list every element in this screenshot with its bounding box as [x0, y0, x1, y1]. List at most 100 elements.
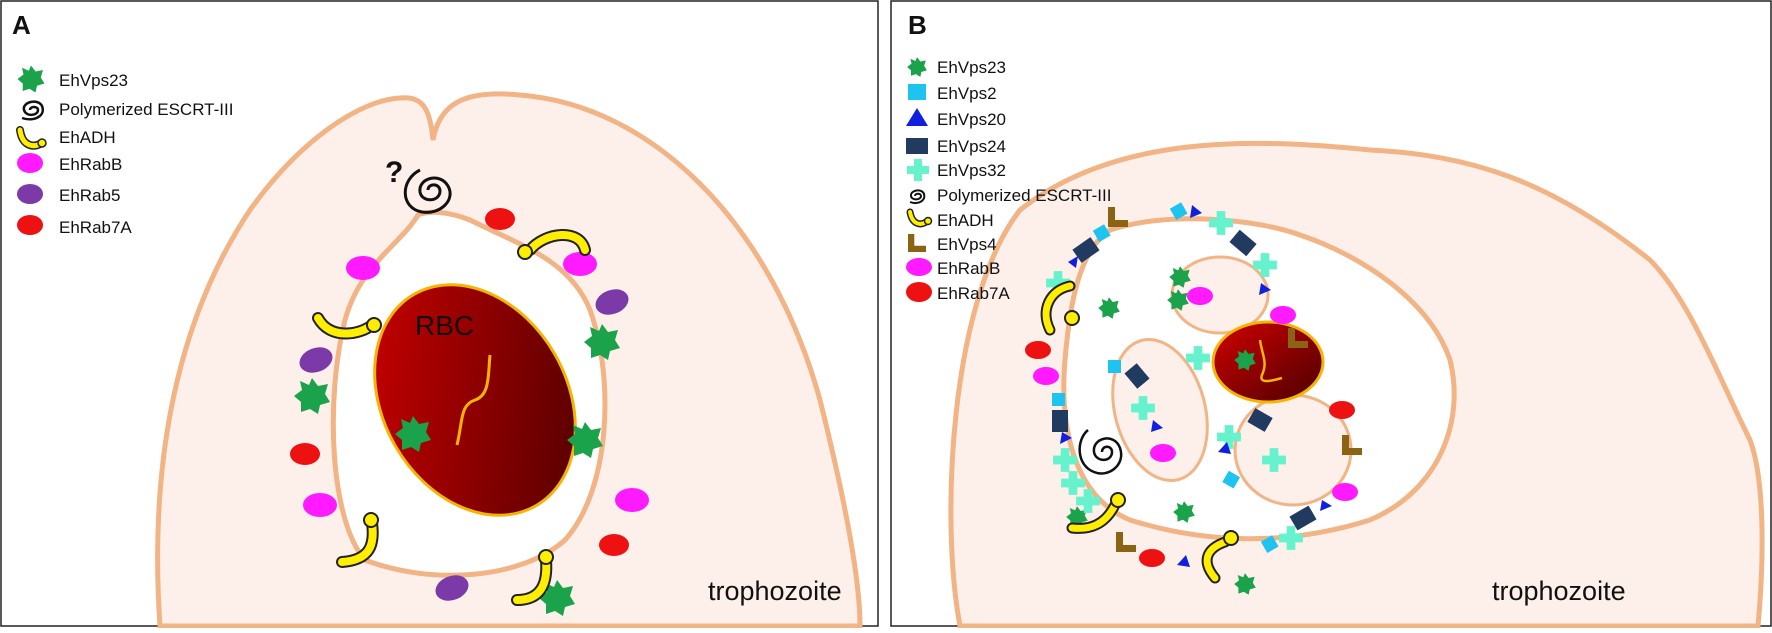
ehrab7a-icon [290, 443, 320, 465]
rbc-label: RBC [415, 310, 474, 341]
ehvps20-icon [1068, 256, 1078, 268]
blue-triangle-icon [906, 108, 928, 126]
legend-label: EhVps32 [937, 161, 1006, 180]
ehrab5-icon [595, 289, 629, 315]
ehvps24-icon [1072, 237, 1100, 263]
legend-item-ehvps4: EhVps4 [908, 234, 997, 254]
escrt-iii-spiral-icon [403, 168, 452, 214]
legend-label: EhRab7A [937, 284, 1010, 303]
black-spiral-icon [909, 189, 926, 204]
panel-b-diagram: B [890, 0, 1772, 629]
legend-label: EhVps23 [59, 71, 128, 90]
ehrabb-icon [1150, 444, 1176, 462]
trophozoite-label: trophozoite [1492, 576, 1626, 606]
navy-rectangle-icon [906, 138, 928, 154]
ehvps2-icon [1260, 535, 1279, 554]
ehadh-icon [312, 312, 382, 340]
magenta-oval-icon [17, 153, 43, 173]
ehvps20-icon [1060, 432, 1072, 444]
rbc [1211, 320, 1325, 404]
membrane-markers [1025, 202, 1362, 595]
legend-label: EhVps4 [937, 235, 997, 254]
purple-oval-icon [17, 184, 43, 204]
legend-item-ehadh: EhADH [16, 126, 116, 150]
ehvps2-icon [1092, 224, 1111, 243]
trophozoite-label: trophozoite [708, 576, 842, 606]
legend-item-polymerized-escrt-iii: Polymerized ESCRT-III [21, 100, 233, 121]
ehrabb-icon [1332, 483, 1358, 501]
ehrab7a-icon [599, 534, 629, 556]
legend-label: EhVps24 [937, 137, 1006, 156]
ehadh-icon [1066, 492, 1126, 534]
legend-item-polymerized-escrt-iii: Polymerized ESCRT-III [909, 186, 1111, 205]
ehvps24-icon [1124, 363, 1150, 389]
rbc-squiggle [455, 354, 492, 446]
red-oval-icon [906, 282, 932, 302]
rbc-squiggle [1258, 339, 1283, 383]
panel-b-letter: B [908, 10, 927, 40]
ehadh-icon [336, 512, 379, 568]
legend-label: Polymerized ESCRT-III [937, 186, 1111, 205]
legend-label: EhRabB [59, 155, 122, 174]
legend-label: EhRabB [937, 259, 1000, 278]
magenta-oval-icon [906, 258, 932, 276]
ehadh-icon [517, 229, 591, 260]
legend-item-ehvps23: EhVps23 [907, 57, 1006, 77]
ehvps24-icon [1247, 408, 1273, 432]
ehvps2-icon [1222, 470, 1241, 489]
ehvps24-icon [1052, 410, 1068, 432]
legend-item-ehvps20: EhVps20 [906, 108, 1006, 129]
panel-a: A RBC ? [0, 0, 880, 629]
ehrabb-icon [303, 493, 337, 517]
question-mark: ? [385, 156, 403, 189]
legend-item-ehvps32: EhVps32 [907, 159, 1006, 181]
ehrabb-icon [346, 256, 380, 280]
legend-label: EhRab7A [59, 218, 132, 237]
black-spiral-icon [21, 100, 45, 121]
ehvps20-icon [1190, 205, 1202, 218]
legend-item-ehvps2: EhVps2 [908, 84, 997, 103]
ehadh-icon [1040, 280, 1080, 336]
red-oval-icon [17, 215, 43, 235]
legend-item-ehrab7a: EhRab7A [17, 215, 132, 237]
panel-a-letter: A [12, 10, 31, 40]
legend-label: EhVps23 [937, 58, 1006, 77]
ehvps20-icon [1259, 283, 1271, 295]
ehrabb-icon [1033, 367, 1059, 385]
legend-label: EhVps20 [937, 110, 1006, 129]
ehvps20-icon [1177, 555, 1190, 567]
ehrab7a-icon [1139, 549, 1165, 567]
escrt-iii-spiral-icon [1078, 429, 1123, 475]
panel-b: B [890, 0, 1772, 629]
legend-label: EhVps2 [937, 84, 997, 103]
ehvps2-icon [1108, 360, 1121, 373]
ehadh-icon [1201, 530, 1239, 584]
ehadh-icon [511, 549, 554, 606]
legend-item-ehadh: EhADH [906, 208, 994, 230]
legend-label: EhADH [937, 211, 994, 230]
ehvps20-icon [1151, 420, 1163, 432]
ehrabb-icon [1187, 287, 1213, 305]
legend-label: EhRab5 [59, 186, 120, 205]
legend-item-ehrab5: EhRab5 [17, 184, 120, 205]
ehrabb-icon [615, 488, 649, 512]
panel-b-legend: EhVps23 EhVps2 EhVps20 EhVps24 EhVps32 P… [906, 57, 1111, 303]
ehrabb-icon [1270, 306, 1296, 324]
ehrab7a-icon [1329, 401, 1355, 419]
ehrab7a-icon [1025, 341, 1051, 359]
panel-a-diagram: A RBC ? [0, 0, 879, 629]
ehvps2-icon [1169, 202, 1188, 221]
legend-item-ehrabb: EhRabB [906, 258, 1000, 278]
ehrab7a-icon [485, 208, 515, 230]
ehvps2-icon [1052, 393, 1065, 406]
ehvps24-icon [1289, 505, 1317, 531]
panel-a-legend: EhVps23 Polymerized ESCRT-III EhADH EhRa… [16, 65, 233, 237]
ehvps24-icon [1229, 229, 1257, 257]
legend-item-ehvps23: EhVps23 [17, 65, 128, 93]
ehvps20-icon [1320, 500, 1332, 511]
legend-label: Polymerized ESCRT-III [59, 100, 233, 119]
legend-item-ehvps24: EhVps24 [906, 137, 1006, 156]
ehrab5-icon [299, 347, 333, 373]
cyan-square-icon [908, 84, 926, 100]
legend-item-ehrab7a: EhRab7A [906, 282, 1010, 303]
